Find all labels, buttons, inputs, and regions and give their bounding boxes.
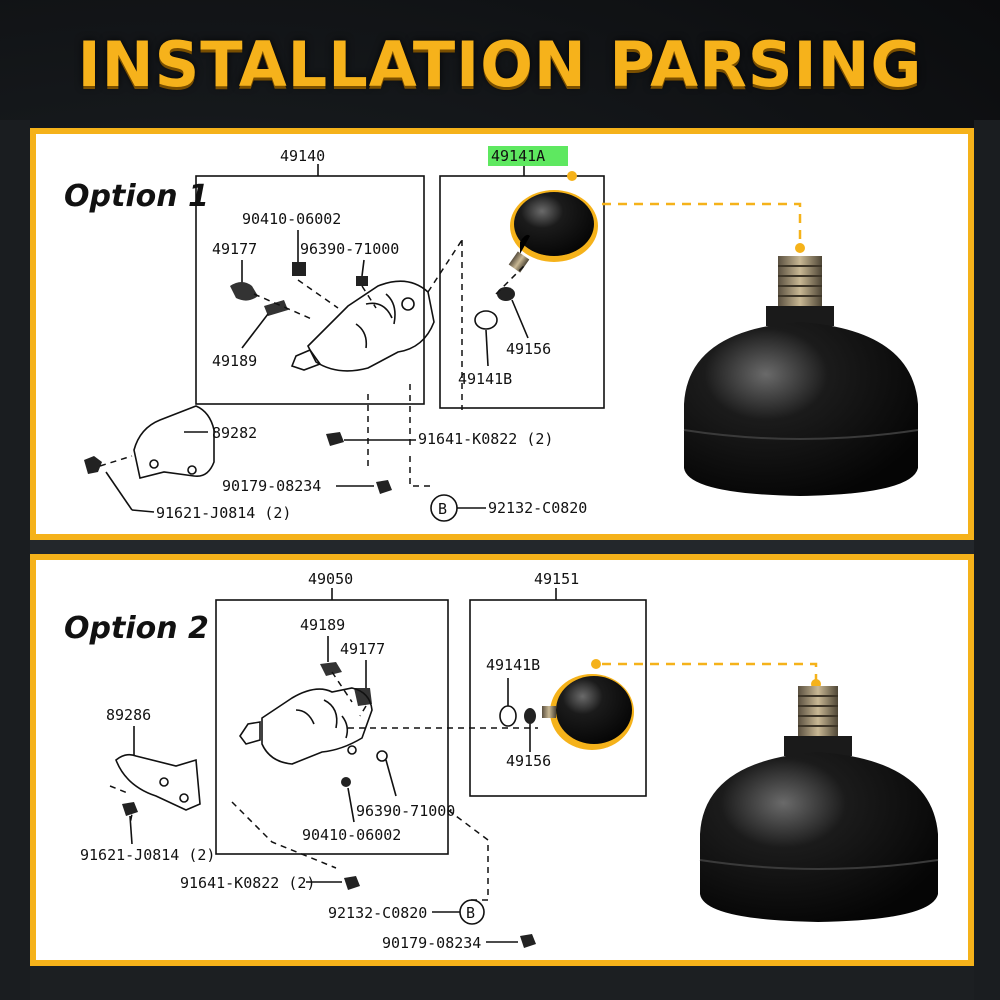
- bolt-90179-2: [520, 934, 536, 948]
- fitting-49177: [230, 282, 258, 301]
- bolt-90179: [376, 480, 392, 494]
- accumulator-photo-1: [683, 256, 919, 496]
- accumulator-49141A-mini: [508, 171, 598, 273]
- ring-49156-2: [524, 708, 536, 724]
- part-89282: 89282: [212, 424, 257, 442]
- bolt-91621-2: [122, 802, 138, 816]
- fitting-49189: [264, 300, 288, 316]
- bolt-96390: [356, 276, 368, 286]
- ring-49156: [497, 287, 515, 301]
- bolt-91641: [326, 432, 344, 446]
- part-49177: 49177: [212, 240, 257, 258]
- part-49177: 49177: [340, 640, 385, 658]
- page-title: INSTALLATION PARSING: [77, 28, 923, 101]
- option-2-panel: Option 2 49050 49151 49189 49177 49141B …: [30, 554, 974, 966]
- part-91621: 91621-J0814 (2): [156, 504, 291, 522]
- part-90410-06002: 90410-06002: [242, 210, 341, 228]
- bracket-89282: [133, 405, 215, 479]
- part-96390-71000: 96390-71000: [300, 240, 399, 258]
- option-1-label: Option 1: [64, 179, 209, 214]
- valve-body-49050: [239, 687, 373, 765]
- highlight-49141A: [488, 146, 568, 166]
- fitting-49177-2: [354, 688, 372, 706]
- option-2-label: Option 2: [64, 611, 209, 646]
- part-92132: 92132-C0820: [488, 499, 587, 517]
- part-91641-2: 91641-K0822 (2): [180, 874, 315, 892]
- option-1-panel: Option 1 49140 49141A 90410-06002 49177 …: [30, 128, 974, 540]
- part-90179: 90179-08234: [222, 477, 321, 495]
- leader-line-1: [602, 202, 802, 244]
- part-91641: 91641-K0822 (2): [418, 430, 553, 448]
- callout-b-1-label: B: [438, 500, 447, 518]
- valve-body-49140: [290, 280, 435, 372]
- part-92132-2: 92132-C0820: [328, 904, 427, 922]
- part-49141A: 49141A: [491, 147, 545, 165]
- nut-90410: [292, 262, 306, 276]
- leader-line-2: [602, 662, 818, 680]
- option-2-diagram: Option 2 49050 49151 49189 49177 49141B …: [64, 570, 939, 952]
- part-49156: 49156: [506, 752, 551, 770]
- part-49189: 49189: [212, 352, 257, 370]
- bolt-91641-2: [344, 876, 360, 890]
- oring-49141B-2: [499, 705, 517, 727]
- part-49141B: 49141B: [486, 656, 540, 674]
- part-49151: 49151: [534, 570, 579, 588]
- box-49151: [469, 599, 647, 797]
- callout-b-2: [459, 899, 485, 925]
- part-49141B: 49141B: [458, 370, 512, 388]
- bolt-91621: [84, 456, 102, 474]
- part-49156: 49156: [506, 340, 551, 358]
- part-90179-2: 90179-08234: [382, 934, 481, 952]
- part-96390-71000: 96390-71000: [356, 802, 455, 820]
- part-49050: 49050: [308, 570, 353, 588]
- box-49141A: [439, 175, 605, 409]
- part-49189: 49189: [300, 616, 345, 634]
- accumulator-photo-2: [699, 686, 939, 922]
- option-1-diagram: Option 1 49140 49141A 90410-06002 49177 …: [64, 146, 919, 522]
- box-49140: [195, 175, 425, 405]
- bracket-89286: [115, 753, 201, 811]
- part-49140: 49140: [280, 147, 325, 165]
- fitting-49189-2: [320, 662, 342, 676]
- part-91621-2: 91621-J0814 (2): [80, 846, 215, 864]
- oring-49141B: [474, 310, 498, 330]
- part-89286: 89286: [106, 706, 151, 724]
- part-90410-06002: 90410-06002: [302, 826, 401, 844]
- accumulator-49151-mini: [542, 659, 634, 750]
- callout-b-2-label: B: [466, 904, 475, 922]
